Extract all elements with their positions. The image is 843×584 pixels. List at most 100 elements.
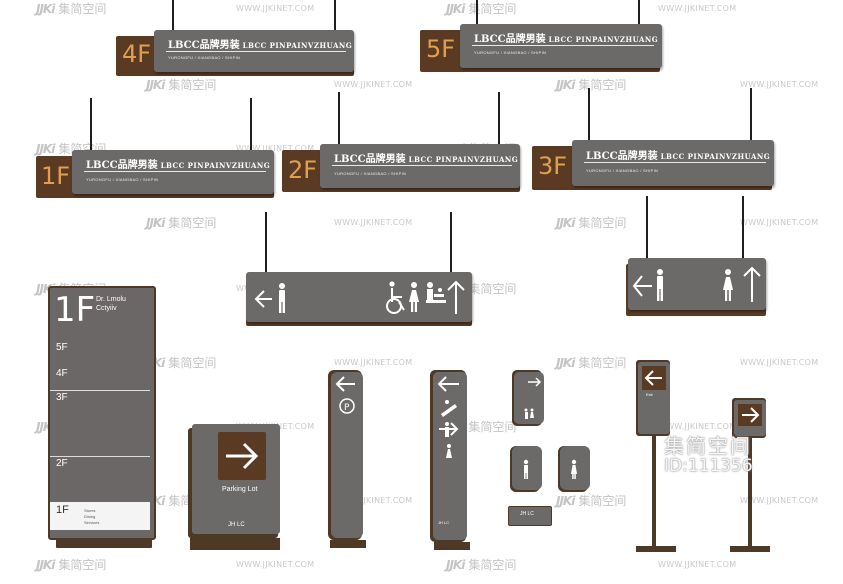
hanging-rod xyxy=(646,196,648,262)
wall-sign-man xyxy=(510,446,544,494)
direction-icons: P xyxy=(335,376,355,414)
hanging-rod xyxy=(476,0,478,26)
hanging-rod xyxy=(265,212,267,274)
floor-label: 2F xyxy=(288,156,318,184)
directory-divider xyxy=(50,390,150,391)
floor-label: 3F xyxy=(538,152,568,180)
restroom-icons xyxy=(254,280,465,314)
watermark-url: WWW.JJKINET.COM xyxy=(658,422,737,431)
man-icon xyxy=(279,283,285,313)
directory-totem: 1F Dr. Lmolu Cctyiiv 5F 4F 3F 2F 1F Stor… xyxy=(48,286,160,554)
watermark-url: WWW.JJKINET.COM xyxy=(740,496,819,505)
direction-icons xyxy=(437,376,459,458)
post-logo: JH LC xyxy=(438,520,450,525)
restroom-icons xyxy=(632,266,761,302)
watermark-url: WWW.JJKINET.COM xyxy=(740,358,819,367)
sign-grey-panel xyxy=(320,144,520,188)
woman-icon xyxy=(571,459,577,479)
directory-panel xyxy=(48,286,156,540)
wall-sign-woman xyxy=(558,446,592,494)
watermark-url: WWW.JJKINET.COM xyxy=(740,218,819,227)
arrow-left-icon xyxy=(632,275,652,297)
directory-entry: Dining xyxy=(84,514,96,519)
floor-label: 5F xyxy=(426,35,456,63)
watermark-url: WWW.JJKINET.COM xyxy=(334,80,413,89)
hanging-rod xyxy=(742,196,744,262)
directory-row: 5F xyxy=(56,342,68,353)
directory-row: 4F xyxy=(56,368,68,379)
divider-line xyxy=(584,162,766,163)
watermark-url: WWW.JJKINET.COM xyxy=(236,4,315,13)
plate-logo: JH LC xyxy=(520,511,534,517)
watermark-url: WWW.JJKINET.COM xyxy=(236,560,315,569)
parking-post-sign: P xyxy=(328,370,368,554)
hanging-rod xyxy=(638,0,640,26)
wheelchair-icon xyxy=(386,288,405,314)
watermark-url: WWW.JJKINET.COM xyxy=(334,218,413,227)
direction-pole-sign xyxy=(730,398,774,556)
woman-icon xyxy=(723,269,733,301)
svg-text:P: P xyxy=(344,403,350,413)
hanging-rod xyxy=(588,88,590,142)
sign-grey-panel xyxy=(72,150,274,194)
directory-name-1: Dr. Lmolu xyxy=(96,296,126,303)
post-base xyxy=(434,542,470,550)
divider-line xyxy=(84,171,266,172)
sign-subtitle: YURONGFU / XIANGBAO / SHIPIN xyxy=(334,171,407,176)
watermark-url: WWW.JJKINET.COM xyxy=(334,496,413,505)
exit-label: Exit xyxy=(646,392,653,397)
floor-label: 1F xyxy=(41,162,71,190)
wall-sign-arrow xyxy=(512,370,546,428)
arrow-up-icon xyxy=(743,266,761,302)
pole xyxy=(748,438,752,548)
arrow-up-icon xyxy=(447,280,465,314)
hanging-rod xyxy=(750,88,752,142)
directory-row: 1F xyxy=(56,504,69,516)
parking-sign: Parking Lot JH LC xyxy=(188,424,282,554)
hanging-rod xyxy=(450,212,452,274)
arrow-right-icon xyxy=(742,407,760,423)
exit-pole-sign: Exit xyxy=(634,360,678,556)
sign-subtitle: YURONGFU / XIANGBAO / SHIPIN xyxy=(86,177,159,182)
parking-label: Parking Lot xyxy=(222,486,258,493)
arrow-left-icon xyxy=(254,290,272,308)
directory-base xyxy=(56,538,152,548)
hanging-rod xyxy=(334,0,336,33)
post-base xyxy=(330,540,366,548)
directory-row: 2F xyxy=(56,458,68,469)
directory-entry: Stores xyxy=(84,508,96,513)
watermark-url: WWW.JJKINET.COM xyxy=(334,358,413,367)
hanging-rod xyxy=(250,98,252,152)
man-icon xyxy=(523,459,529,479)
hanging-rod xyxy=(172,0,174,33)
directory-divider xyxy=(50,456,150,457)
divider-line xyxy=(166,51,346,52)
sign-subtitle: YURONGFU / XIANGBAO / SHIPIN xyxy=(168,55,241,60)
restroom-icon xyxy=(524,408,534,419)
directory-entry: Services xyxy=(84,520,100,525)
man-icon xyxy=(657,269,663,301)
small-logo-plate: JH LC xyxy=(508,506,552,526)
pole xyxy=(652,436,656,548)
parking-icon xyxy=(339,398,355,414)
restroom-post-sign: JH LC xyxy=(430,370,474,554)
woman-icon xyxy=(446,444,452,458)
baby-care-icon xyxy=(426,282,446,303)
watermark-id: ID:111356 xyxy=(664,456,753,476)
parking-logo: JH LC xyxy=(228,522,245,528)
